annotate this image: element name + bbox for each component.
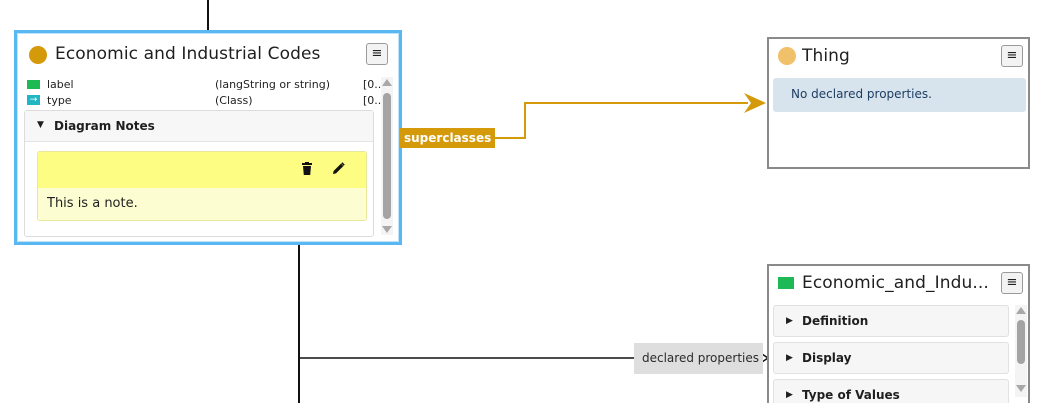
superclasses-edge-label[interactable]: superclasses [400, 128, 496, 148]
property-type: (langString or string) [215, 78, 330, 91]
no-properties-banner: No declared properties. [773, 78, 1026, 112]
superclasses-arrowhead [744, 93, 766, 113]
card-header: Economic_and_Indu... ≡ [769, 266, 1028, 302]
datatype-square-icon [778, 277, 794, 289]
class-circle-icon [778, 47, 796, 65]
scrollbar-thumb[interactable] [1017, 320, 1025, 364]
card-header: Economic and Industrial Codes ≡ [17, 33, 399, 69]
class-card-economic-industrial-codes[interactable]: Economic and Industrial Codes ≡ label (l… [14, 30, 402, 245]
datatype-card-economic-and-industrial[interactable]: Economic_and_Indu... ≡ ▶ Definition ▶ Di… [767, 264, 1030, 403]
section-label: Display [802, 351, 852, 365]
section-type-of-values[interactable]: ▶ Type of Values [773, 379, 1009, 403]
scroll-up-arrow[interactable] [1016, 307, 1026, 314]
card-menu-button[interactable]: ≡ [366, 43, 388, 65]
diagram-notes-section: ▼ Diagram Notes This is a note. [24, 110, 374, 237]
class-card-thing[interactable]: Thing ≡ No declared properties. [767, 37, 1030, 169]
property-name: type [47, 94, 72, 107]
section-definition[interactable]: ▶ Definition [773, 305, 1009, 337]
caret-right-icon: ▶ [786, 390, 793, 400]
note-toolbar [38, 152, 366, 188]
property-name: label [47, 78, 74, 91]
caret-right-icon: ▶ [786, 316, 793, 326]
note-body: This is a note. [38, 188, 366, 220]
trash-icon[interactable] [299, 162, 315, 178]
caret-right-icon: ▶ [786, 353, 793, 363]
section-label: Type of Values [802, 388, 900, 402]
section-label: Definition [802, 314, 869, 328]
property-row-type[interactable]: → type (Class) [0..*] [27, 93, 391, 108]
card-title: Economic and Industrial Codes [55, 44, 321, 64]
card-title: Economic_and_Indu... [802, 273, 989, 293]
pencil-icon[interactable] [330, 162, 346, 178]
diagram-notes-title: Diagram Notes [54, 119, 155, 133]
card-title: Thing [802, 46, 850, 66]
note-text: This is a note. [47, 196, 138, 211]
card-menu-button[interactable]: ≡ [1001, 272, 1023, 294]
no-properties-message: No declared properties. [791, 87, 932, 101]
diagram-notes-toggle[interactable]: ▼ Diagram Notes [25, 111, 373, 142]
card-scrollbar[interactable] [381, 77, 393, 235]
object-property-arrow-icon: → [27, 95, 40, 105]
diagram-note[interactable]: This is a note. [37, 151, 367, 221]
property-type: (Class) [215, 94, 253, 107]
card-menu-button[interactable]: ≡ [1001, 45, 1023, 67]
scroll-down-arrow[interactable] [1016, 385, 1026, 392]
scroll-down-arrow[interactable] [382, 226, 392, 233]
caret-down-icon: ▼ [37, 120, 44, 130]
card-header: Thing ≡ [769, 39, 1028, 75]
label-property-icon [27, 80, 40, 89]
scroll-up-arrow[interactable] [382, 79, 392, 86]
declared-properties-edge-label[interactable]: declared properties [634, 343, 764, 374]
card-scrollbar[interactable] [1015, 305, 1027, 397]
class-circle-icon [29, 46, 47, 64]
scrollbar-thumb[interactable] [383, 93, 391, 219]
section-display[interactable]: ▶ Display [773, 342, 1009, 374]
property-row-label[interactable]: label (langString or string) [0..*] [27, 77, 391, 92]
